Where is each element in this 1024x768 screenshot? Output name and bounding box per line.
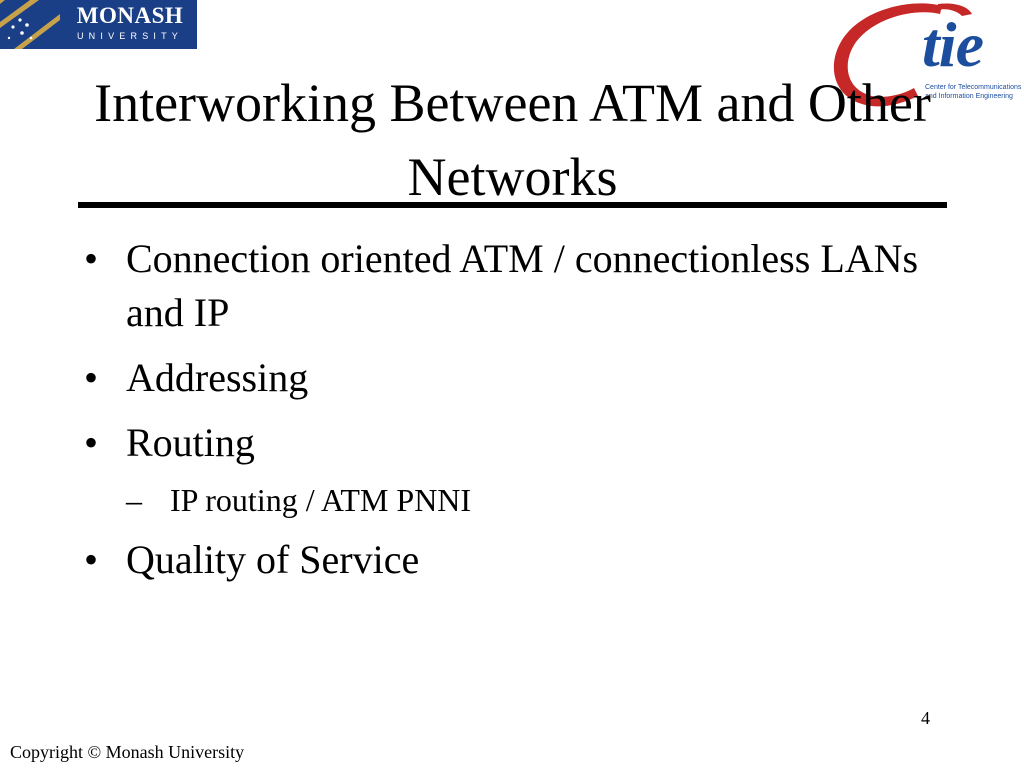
- bullet-marker: •: [84, 537, 99, 582]
- monash-shield-icon: [0, 0, 60, 49]
- bullet-text: Quality of Service: [126, 537, 420, 582]
- ctie-wordmark: tie: [922, 9, 984, 80]
- bullet-text: Routing: [126, 420, 255, 465]
- bullet-marker: •: [84, 420, 99, 465]
- bullet-list: • Connection oriented ATM / connectionle…: [84, 232, 944, 598]
- bullet-item-qos: • Quality of Service: [84, 533, 944, 587]
- ctie-caption: Center for Telecommunications and Inform…: [925, 84, 1022, 100]
- bullet-text: Addressing: [126, 355, 309, 400]
- sub-bullet-marker: –: [126, 482, 142, 518]
- bullet-item-connection: • Connection oriented ATM / connectionle…: [84, 232, 944, 340]
- bullet-item-addressing: • Addressing: [84, 351, 944, 405]
- sub-bullet-list: – IP routing / ATM PNNI: [126, 478, 944, 522]
- copyright-notice: Copyright © Monash University: [10, 742, 245, 762]
- bullet-item-routing: • Routing – IP routing / ATM PNNI: [84, 416, 944, 522]
- sub-bullet-item-ip-routing: – IP routing / ATM PNNI: [126, 478, 944, 522]
- page-number: 4: [921, 708, 930, 728]
- sub-bullet-text: IP routing / ATM PNNI: [170, 482, 472, 518]
- monash-wordmark: MONASH: [76, 3, 184, 28]
- bullet-marker: •: [84, 355, 99, 400]
- monash-university-logo: MONASH UNIVERSITY: [0, 0, 197, 49]
- title-underline: [78, 202, 947, 208]
- bullet-text: Connection oriented ATM / connectionless…: [126, 236, 919, 335]
- ctie-logo: tie Center for Telecommunications and In…: [822, 0, 1024, 130]
- slide-title: Interworking Between ATM and Other Netwo…: [94, 73, 931, 207]
- ctie-swoosh-icon: [833, 3, 972, 107]
- monash-university-label: UNIVERSITY: [76, 31, 183, 41]
- bullet-marker: •: [84, 236, 99, 281]
